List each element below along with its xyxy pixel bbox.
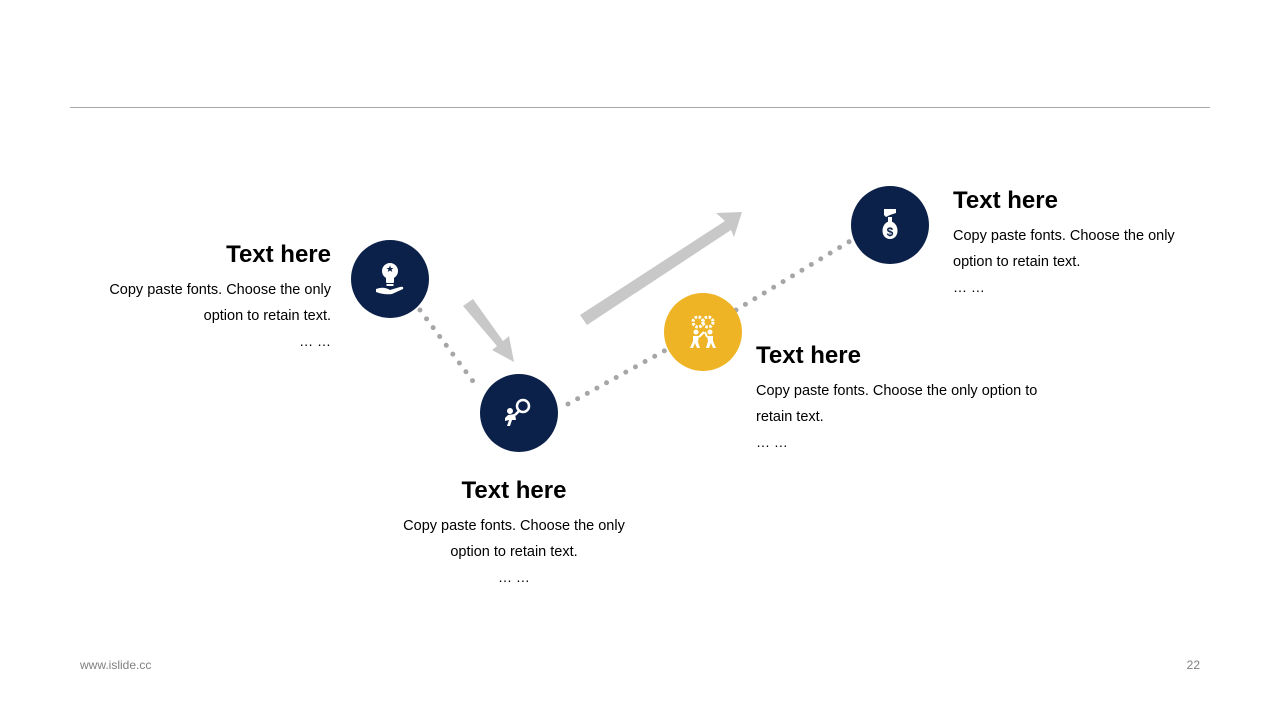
step-1-description: Copy paste fonts. Choose the only option… [109,282,331,324]
dotted-connector-3-4 [733,237,855,313]
page-number: 22 [1186,658,1200,672]
money-bag-hand-icon: $ [882,209,898,239]
step-4-text: Text here Copy paste fonts. Choose the o… [953,187,1188,297]
step-2-text: Text here Copy paste fonts. Choose the o… [394,477,634,587]
dotted-connector-2-3 [565,347,669,407]
step-1-ellipsis: … … [299,333,331,349]
teamwork-gears-icon [690,315,716,348]
down-arrow [463,299,514,362]
step-1-node [351,240,429,318]
dotted-connector-1-2 [417,307,481,391]
step-3-node [664,293,742,371]
step-3-ellipsis: … … [756,434,788,450]
step-2-node [480,374,558,452]
step-3-text: Text here Copy paste fonts. Choose the o… [756,342,1056,452]
footer-website: www.islide.cc [80,658,152,672]
top-divider [70,107,1210,108]
svg-text:$: $ [887,225,894,239]
step-4-title: Text here [953,187,1058,214]
step-3-title: Text here [756,342,861,369]
up-arrow [580,212,742,325]
step-4-node: $ [851,186,929,264]
step-1-text: Text here Copy paste fonts. Choose the o… [100,241,331,351]
step-1-title: Text here [226,241,331,268]
lightbulb-hand-icon [376,263,404,295]
step-3-description: Copy paste fonts. Choose the only option… [756,383,1038,425]
step-2-ellipsis: … … [498,569,530,585]
step-2-description: Copy paste fonts. Choose the only option… [403,518,625,560]
step-4-ellipsis: … … [953,279,985,295]
step-4-description: Copy paste fonts. Choose the only option… [953,228,1175,270]
step-2-title: Text here [461,477,567,504]
person-magnifier-icon [505,398,531,426]
